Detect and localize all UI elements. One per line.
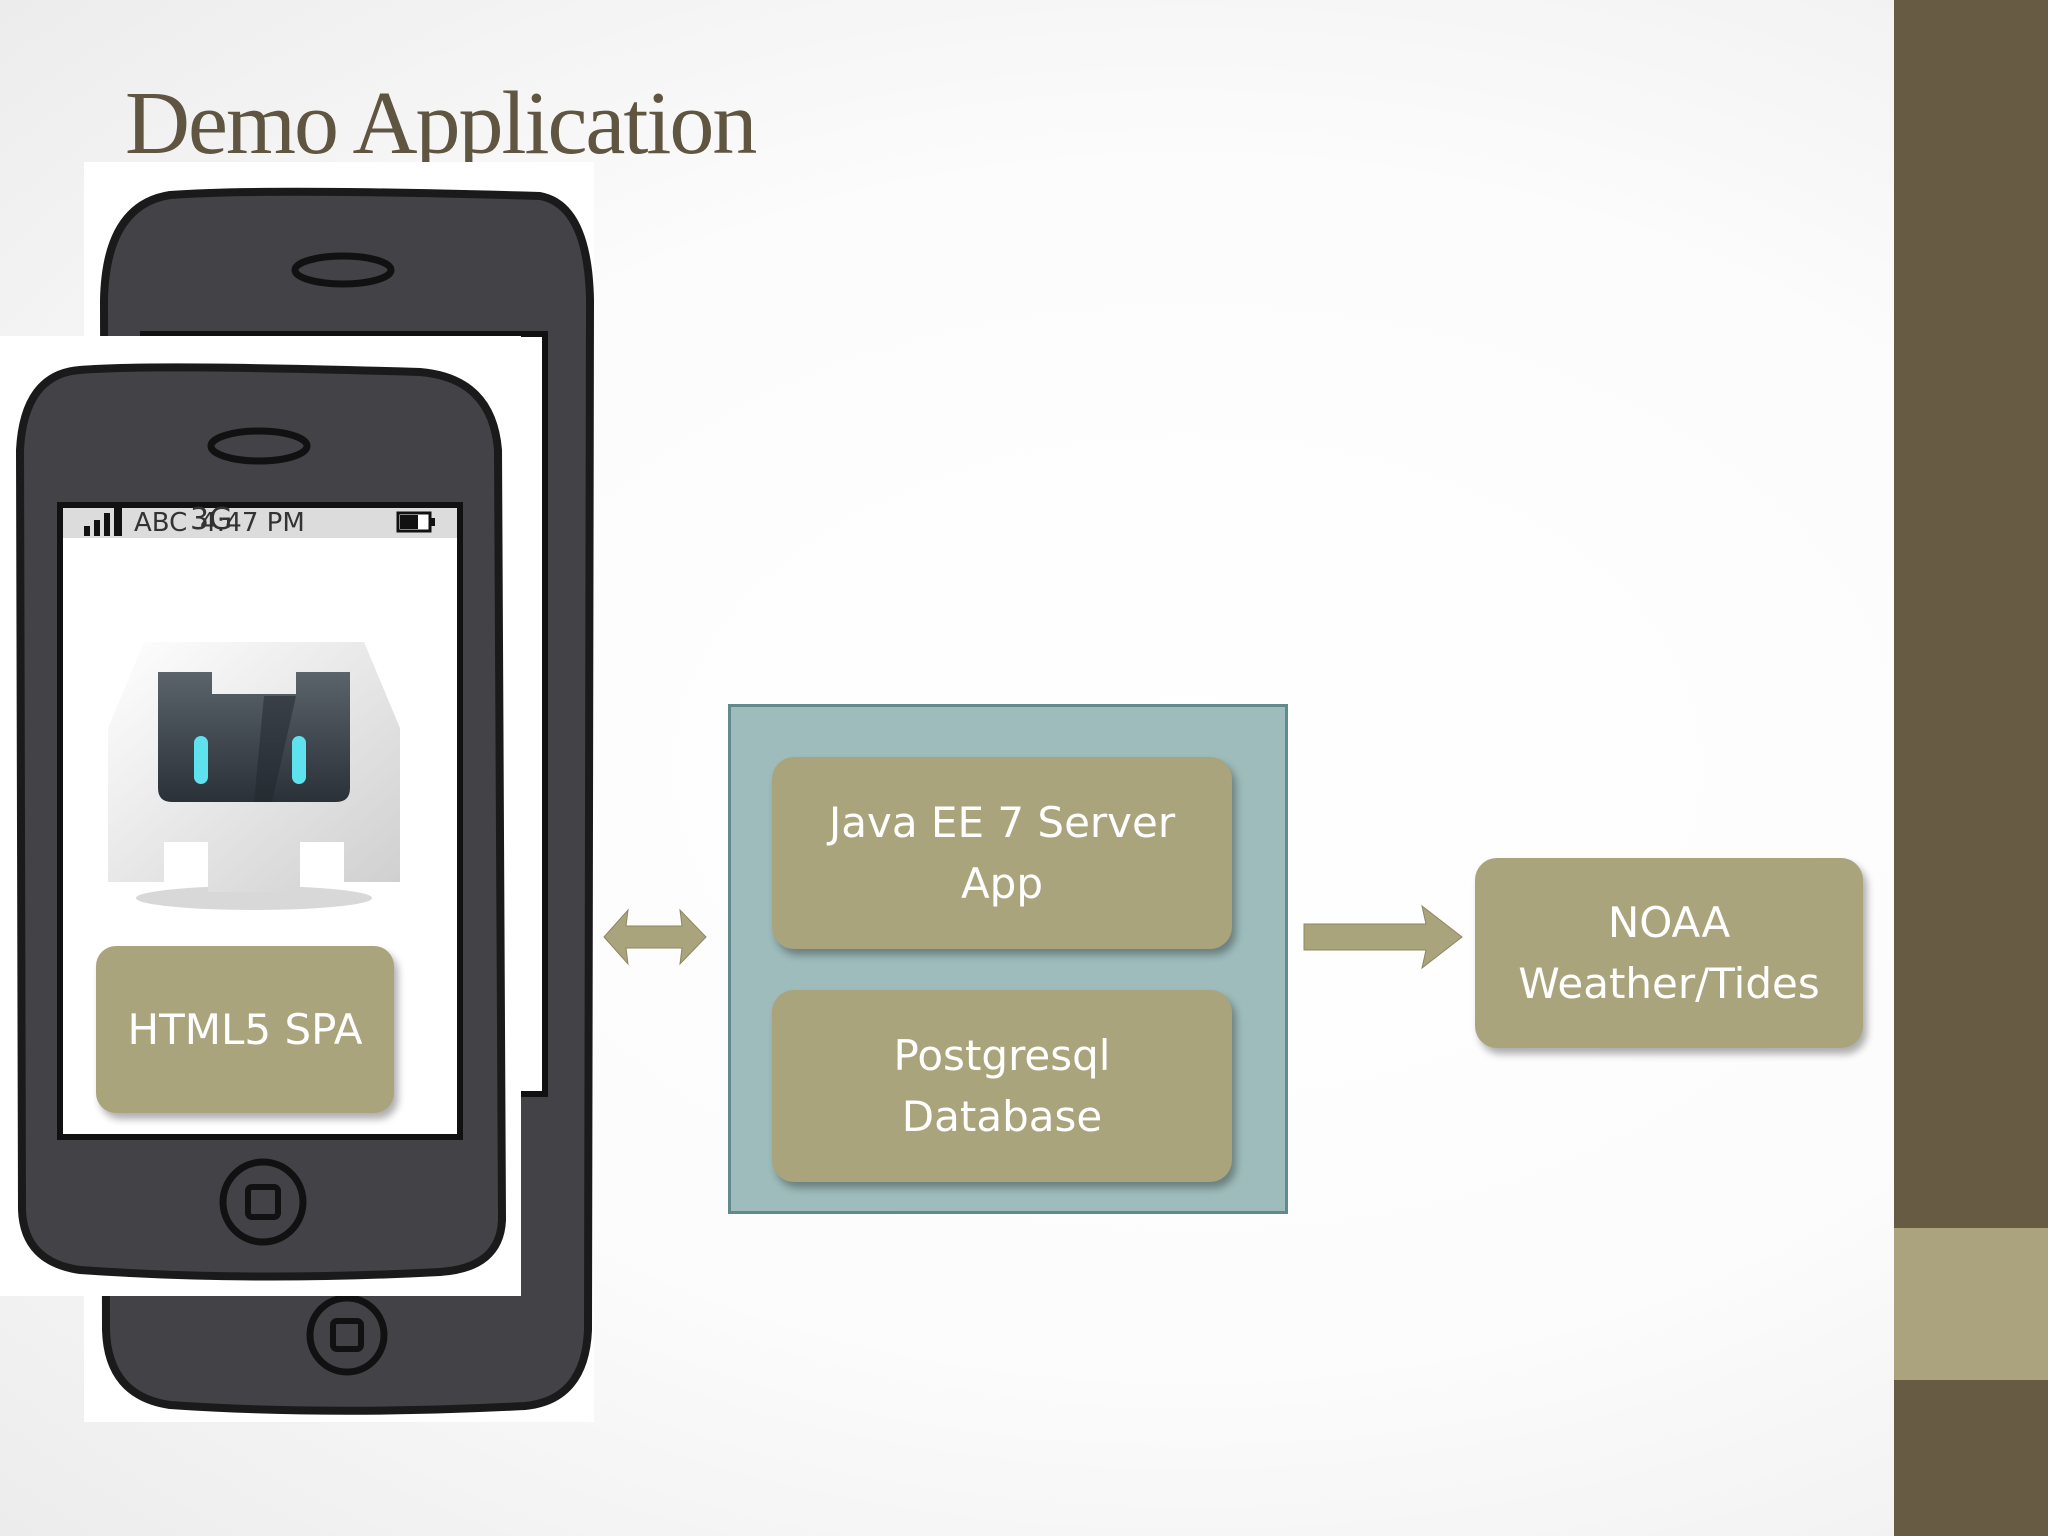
- html5-spa-box: HTML5 SPA: [96, 946, 394, 1113]
- java-ee-server-box: Java EE 7 Server App: [772, 757, 1232, 949]
- java-ee-server-label: Java EE 7 Server App: [828, 798, 1176, 908]
- postgresql-database-box: Postgresql Database: [772, 990, 1232, 1182]
- html5-spa-label: HTML5 SPA: [127, 1005, 363, 1054]
- cordova-logo-icon: [108, 642, 400, 910]
- status-network: 3G: [190, 502, 233, 537]
- status-time: 4:47 PM: [200, 508, 305, 538]
- bidirectional-arrow-icon: [603, 908, 707, 966]
- postgresql-database-label: Postgresql Database: [893, 1031, 1111, 1141]
- slide-title: Demo Application: [125, 74, 757, 173]
- noaa-weather-tides-label: NOAA Weather/Tides: [1518, 898, 1820, 1008]
- right-accent-stripe: [1894, 1228, 2048, 1380]
- noaa-weather-tides-box: NOAA Weather/Tides: [1475, 858, 1863, 1048]
- status-carrier: ABC: [134, 508, 188, 538]
- right-arrow-icon: [1303, 904, 1463, 970]
